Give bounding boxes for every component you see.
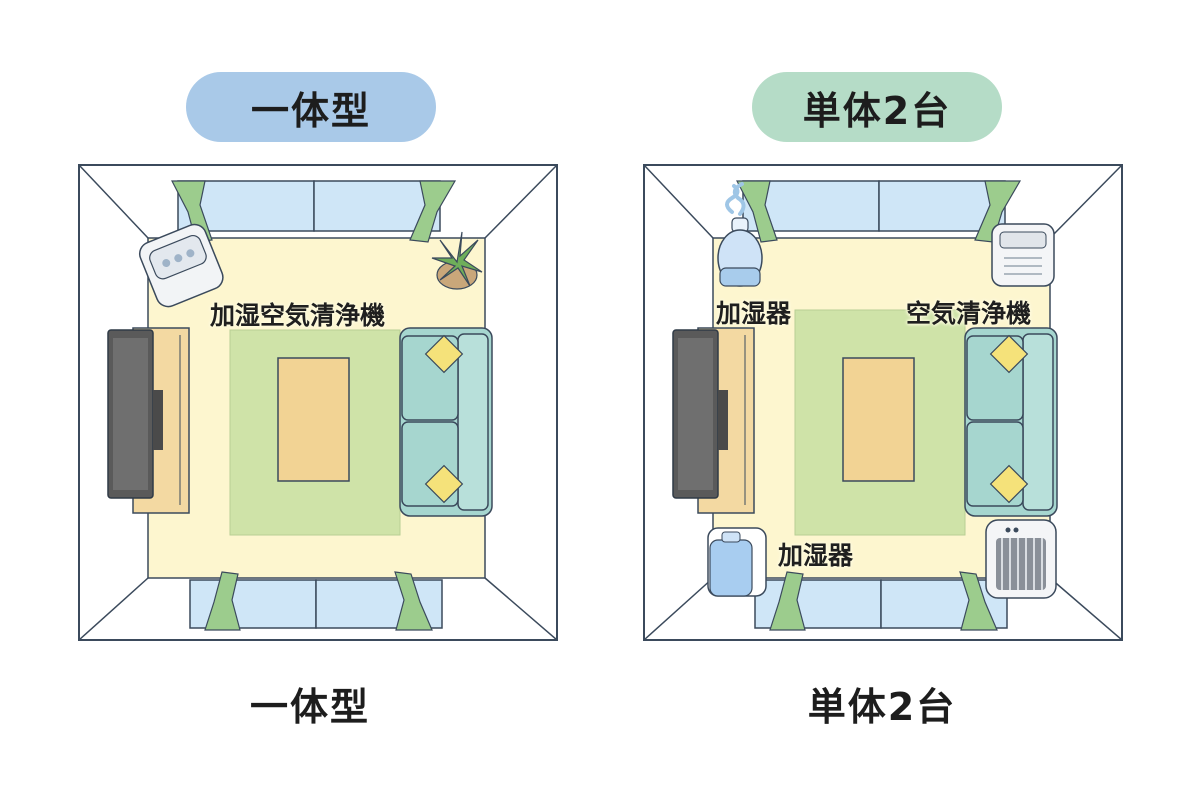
curtain-bottom-left-icon bbox=[204, 571, 241, 631]
tv-icon bbox=[107, 329, 163, 499]
curtain-bottom-right-icon bbox=[959, 571, 998, 631]
panel-integrated: 一体型 bbox=[78, 72, 558, 729]
title-pill-integrated: 一体型 bbox=[186, 72, 436, 142]
window-top bbox=[177, 180, 441, 232]
curtain-top-right-icon bbox=[974, 180, 1022, 243]
circulator-icon bbox=[985, 519, 1057, 599]
device-label-air-purifier: 空気清浄機 bbox=[906, 299, 1032, 328]
coffee-table bbox=[842, 357, 915, 482]
humidifier-tank-icon bbox=[707, 527, 767, 597]
device-label-humidifier-top: 加湿器 bbox=[716, 299, 792, 328]
curtain-bottom-right-icon bbox=[394, 571, 433, 631]
sofa-icon bbox=[399, 327, 493, 517]
humidifier-icon bbox=[717, 182, 763, 287]
coffee-table bbox=[277, 357, 350, 482]
caption-two-units: 単体2台 bbox=[807, 685, 957, 729]
curtain-top-left-icon bbox=[736, 180, 778, 243]
room-floorplan-two-units bbox=[643, 164, 1123, 641]
device-label-humidifier-bottom: 加湿器 bbox=[778, 541, 854, 570]
humidifying-air-purifier-icon bbox=[138, 223, 224, 308]
curtain-bottom-left-icon bbox=[769, 571, 806, 631]
tv-icon bbox=[672, 329, 728, 499]
cushion-icon bbox=[424, 334, 464, 504]
title-pill-two-units: 単体2台 bbox=[752, 72, 1002, 142]
wall-perspective-lines bbox=[643, 164, 1123, 641]
caption-integrated: 一体型 bbox=[249, 685, 370, 729]
device-label-humidifying-air-purifier: 加湿空気清浄機 bbox=[210, 301, 386, 330]
room-floorplan-integrated bbox=[78, 164, 558, 641]
cushion-icon bbox=[989, 334, 1029, 504]
air-purifier-icon bbox=[991, 223, 1055, 287]
plant-icon bbox=[431, 231, 483, 290]
window-top bbox=[742, 180, 1006, 232]
panel-two-units: 単体2台 bbox=[600, 0, 1200, 800]
wall-perspective-lines bbox=[78, 164, 558, 641]
curtain-top-right-icon bbox=[409, 180, 457, 243]
